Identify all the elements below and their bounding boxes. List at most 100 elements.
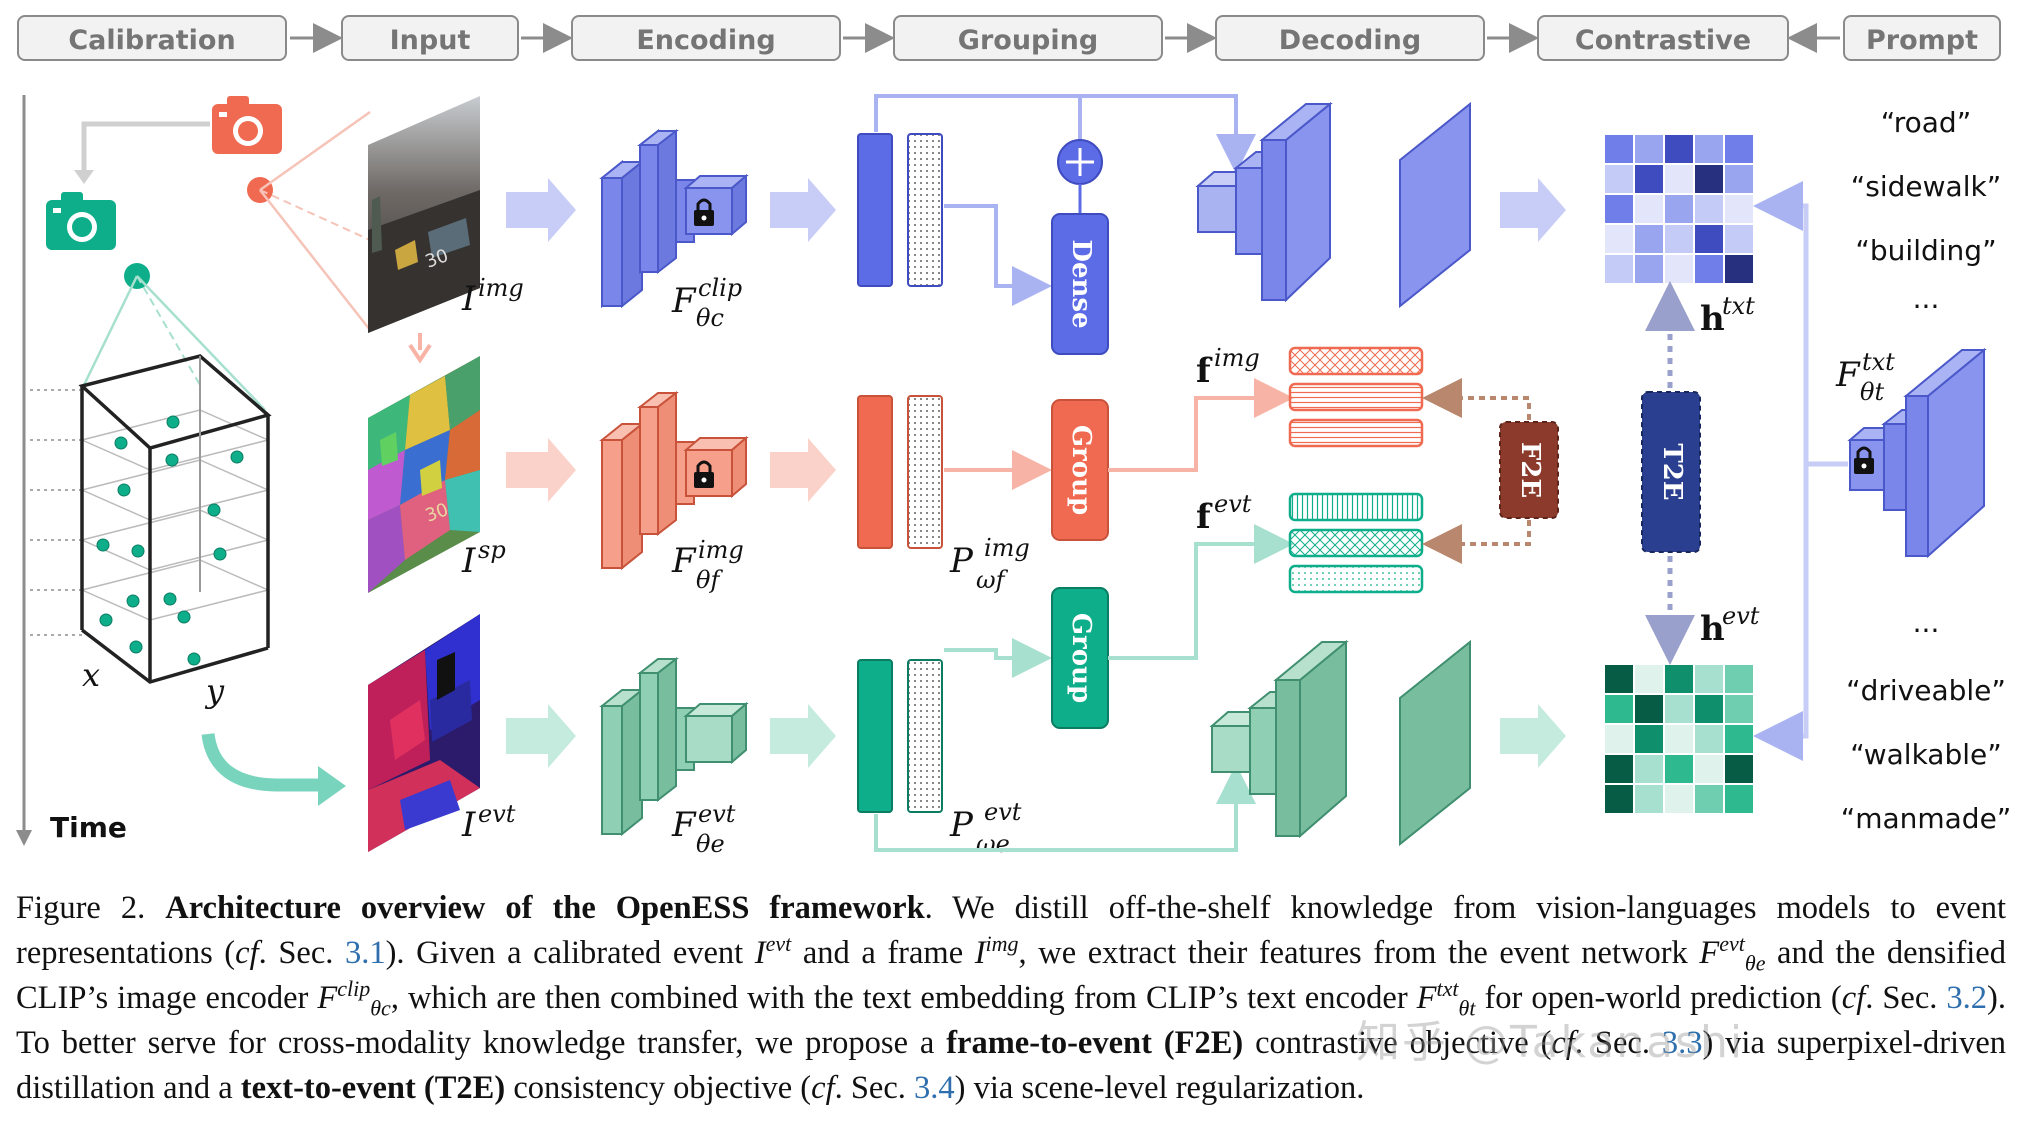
heatmap-cell	[1693, 663, 1725, 695]
heatmap-cell	[1663, 723, 1695, 755]
stage-prompt: Prompt	[1866, 25, 1978, 56]
heatmap-cell	[1723, 253, 1755, 285]
heatmap-cell	[1663, 163, 1695, 195]
label-h-evt: h evt	[1700, 602, 1760, 649]
svg-text:P: P	[949, 805, 974, 845]
heatmap-cell	[1663, 223, 1695, 255]
svg-text:img: img	[984, 534, 1030, 562]
heatmap-cell	[1633, 753, 1665, 785]
decoder-evt-2	[1399, 639, 1471, 847]
label-F-evt: F evt θe	[671, 800, 736, 858]
heatmap-h-txt	[1603, 133, 1755, 285]
heatmap-cell	[1633, 223, 1665, 255]
svg-text:f: f	[1196, 497, 1213, 537]
ref-3-3[interactable]: 3.3	[1661, 1025, 1703, 1061]
heatmap-cell	[1633, 783, 1665, 815]
svg-text:txt: txt	[1862, 348, 1895, 376]
heatmap-cell	[1663, 133, 1695, 165]
heatmap-cell	[1633, 663, 1665, 695]
prompts-bottom: ... “driveable” “walkable” “manmade”	[1841, 606, 2012, 835]
frame-image: 30	[368, 96, 480, 333]
svg-text:ωe: ωe	[976, 830, 1010, 858]
heatmap-cell	[1693, 253, 1725, 285]
svg-text:img: img	[698, 536, 744, 564]
svg-text:f: f	[1196, 351, 1213, 391]
superpixel-image: 30	[368, 356, 480, 593]
architecture-diagram: Calibration Input Encoding Grouping Deco…	[16, 15, 2012, 858]
grouping-bars	[857, 133, 943, 813]
heatmap-cell	[1603, 753, 1635, 785]
calibration-panel: Time	[16, 95, 371, 846]
heatmap-cell	[1663, 193, 1695, 225]
feature-f-img	[1288, 346, 1424, 448]
heatmap-cell	[1723, 193, 1755, 225]
input-images: 30 30	[368, 96, 524, 852]
label-F-txt: F txt θt	[1835, 348, 1895, 406]
ref-3-4[interactable]: 3.4	[914, 1070, 955, 1106]
heatmap-cell	[1663, 663, 1695, 695]
label-f-img: f img	[1196, 344, 1260, 391]
svg-text:h: h	[1700, 299, 1725, 339]
heatmap-cell	[1723, 663, 1755, 695]
heatmap-cell	[1663, 693, 1695, 725]
svg-text:I: I	[461, 805, 476, 845]
heatmap-cell	[1633, 723, 1665, 755]
svg-text:I: I	[461, 279, 476, 319]
heatmap-cell	[1603, 723, 1635, 755]
svg-text:evt: evt	[478, 800, 516, 828]
svg-text:evt: evt	[984, 798, 1022, 826]
stage-input: Input	[390, 25, 471, 56]
green-camera-icon	[46, 192, 116, 250]
svg-text:Dense: Dense	[1066, 239, 1096, 328]
svg-text:“walkable”: “walkable”	[1850, 738, 2002, 771]
svg-text:T2E: T2E	[1657, 443, 1687, 500]
heatmap-cell	[1603, 163, 1635, 195]
heatmap-cell	[1633, 253, 1665, 285]
decoder-clip-2	[1399, 101, 1471, 309]
heatmap-cell	[1663, 253, 1695, 285]
svg-text:Group: Group	[1066, 613, 1096, 703]
heatmap-cell	[1723, 723, 1755, 755]
t2e-module: T2E	[1641, 391, 1701, 553]
svg-text:“sidewalk”: “sidewalk”	[1851, 170, 2001, 203]
heatmap-cell	[1723, 163, 1755, 195]
stage-header: Calibration Input Encoding Grouping Deco…	[17, 15, 2001, 61]
axis-y-label: y	[204, 672, 225, 710]
decoder-clip	[1195, 101, 1333, 303]
ref-3-1[interactable]: 3.1	[344, 935, 386, 971]
watermark: 知乎 @Takanashi	[1356, 1017, 1745, 1068]
time-label: Time	[50, 811, 127, 844]
svg-text:θf: θf	[696, 566, 723, 594]
heatmap-cell	[1603, 193, 1635, 225]
ref-3-2[interactable]: 3.2	[1946, 980, 1988, 1016]
stage-decoding: Decoding	[1279, 25, 1421, 56]
heatmap-cell	[1603, 693, 1635, 725]
stage-contrastive: Contrastive	[1575, 25, 1751, 56]
feature-f-evt	[1288, 492, 1424, 594]
heatmap-cell	[1693, 783, 1725, 815]
group-module-evt: Group	[1051, 587, 1109, 729]
svg-text:P: P	[949, 541, 974, 581]
heatmap-cell	[1693, 693, 1725, 725]
label-I-sp: I sp	[461, 536, 506, 581]
red-camera-icon	[212, 96, 282, 154]
svg-text:...: ...	[1913, 606, 1940, 639]
svg-text:img: img	[478, 274, 524, 302]
event-volume-box	[30, 354, 272, 684]
svg-text:θe: θe	[696, 830, 725, 858]
dense-module: Dense	[1051, 213, 1109, 355]
svg-text:“manmade”: “manmade”	[1841, 802, 2012, 835]
heatmap-cell	[1603, 663, 1635, 695]
label-I-evt: I evt	[461, 800, 516, 845]
heatmap-cell	[1663, 783, 1695, 815]
heatmap-cell	[1603, 783, 1635, 815]
svg-text:F: F	[671, 541, 697, 581]
svg-text:“road”: “road”	[1881, 106, 1971, 139]
figure-caption: Figure 2. Architecture overview of the O…	[16, 890, 2007, 1106]
heatmap-cell	[1693, 223, 1725, 255]
svg-text:evt: evt	[698, 800, 736, 828]
svg-text:clip: clip	[698, 274, 742, 302]
heatmap-cell	[1723, 693, 1755, 725]
label-P-evt: P evt ωe	[949, 798, 1022, 858]
svg-text:θt: θt	[1860, 378, 1884, 406]
